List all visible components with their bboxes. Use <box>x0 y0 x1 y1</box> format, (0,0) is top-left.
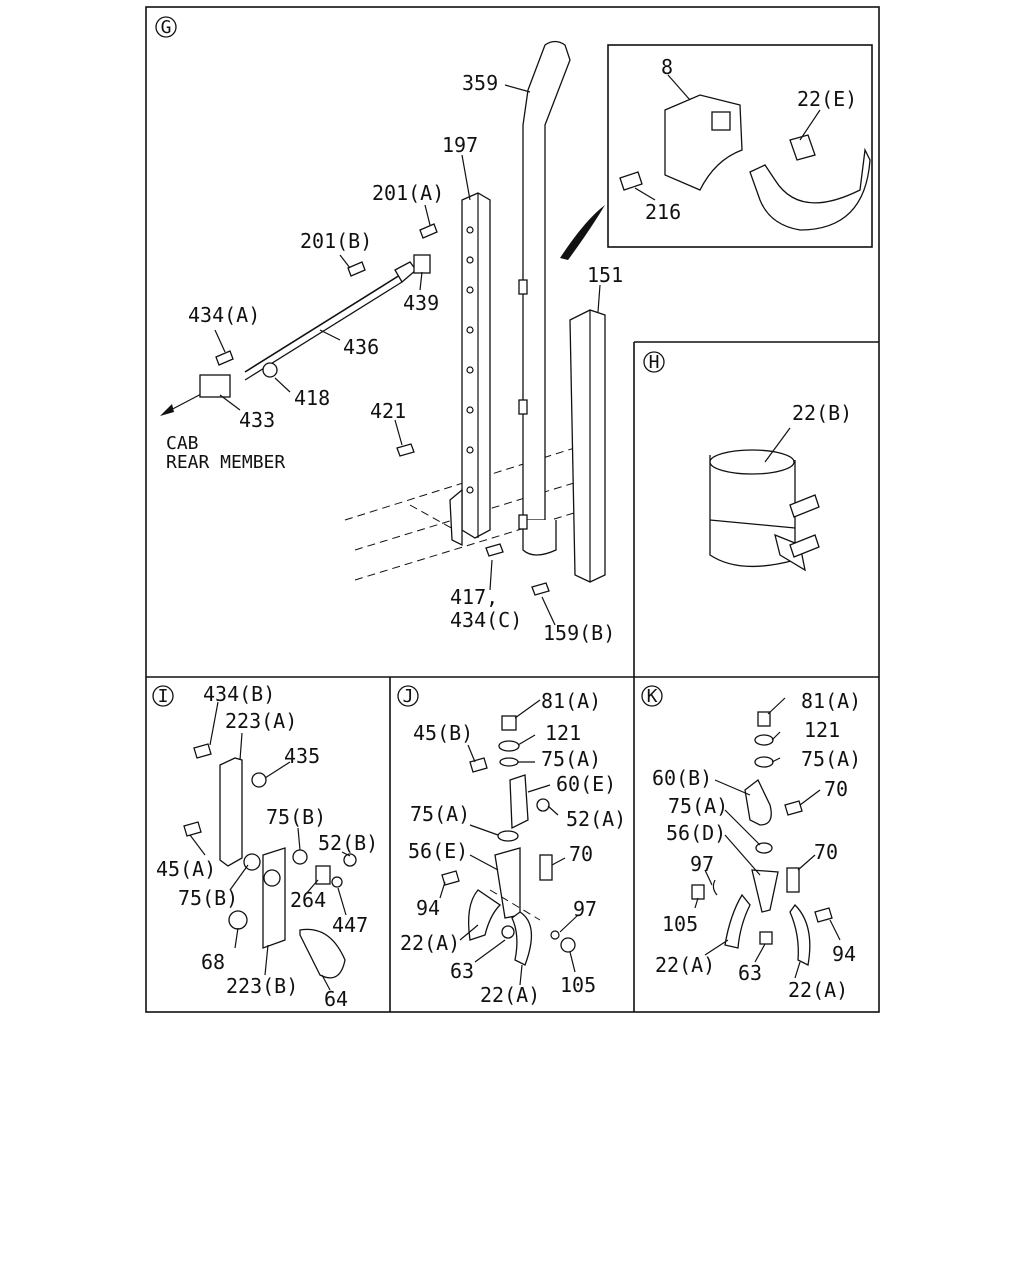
label-k-70-mid: 70 <box>814 840 838 864</box>
label-cab: CAB <box>166 433 199 454</box>
label-52b: 52(B) <box>318 831 378 855</box>
label-201a: 201(A) <box>372 181 444 205</box>
label-216: 216 <box>645 200 681 224</box>
section-marker-g: G <box>155 16 177 38</box>
label-k-70-top: 70 <box>824 777 848 801</box>
label-j-22a-left: 22(A) <box>400 931 460 955</box>
section-k-drawing <box>691 697 841 979</box>
label-201b: 201(B) <box>300 229 372 253</box>
label-j-75a-top: 75(A) <box>541 747 601 771</box>
label-k-63: 63 <box>738 961 762 985</box>
svg-text:H: H <box>649 352 660 373</box>
label-j-75a-mid: 75(A) <box>410 802 470 826</box>
svg-text:I: I <box>158 686 169 707</box>
label-k-22a-left: 22(A) <box>655 953 715 977</box>
label-417: 417, <box>450 585 498 609</box>
label-418: 418 <box>294 386 330 410</box>
label-j-52a: 52(A) <box>566 807 626 831</box>
label-j-56e: 56(E) <box>408 839 468 863</box>
section-marker-k: K <box>641 685 663 707</box>
label-434c: 434(C) <box>450 608 522 632</box>
section-j-drawing <box>439 699 579 986</box>
svg-text:K: K <box>647 686 658 707</box>
label-68: 68 <box>201 950 225 974</box>
diagram-frames <box>145 6 880 1013</box>
label-447: 447 <box>332 913 368 937</box>
label-22b: 22(B) <box>792 401 852 425</box>
label-223b: 223(B) <box>226 974 298 998</box>
label-8: 8 <box>661 55 673 79</box>
label-j-63: 63 <box>450 959 474 983</box>
label-75b-bottom: 75(B) <box>178 886 238 910</box>
section-marker-i: I <box>152 685 174 707</box>
label-rear-member: REAR MEMBER <box>166 452 285 473</box>
section-g-drawing <box>160 40 606 626</box>
label-k-97: 97 <box>690 852 714 876</box>
label-j-70: 70 <box>569 842 593 866</box>
label-75b-top: 75(B) <box>266 805 326 829</box>
label-197: 197 <box>442 133 478 157</box>
label-j-94: 94 <box>416 896 440 920</box>
label-264: 264 <box>290 888 326 912</box>
label-k-22a-right: 22(A) <box>788 978 848 1002</box>
label-k-75a-top: 75(A) <box>801 747 861 771</box>
section-marker-j: J <box>397 685 419 707</box>
label-k-56d: 56(D) <box>666 821 726 845</box>
label-22e: 22(E) <box>797 87 857 111</box>
label-k-75a-mid: 75(A) <box>668 794 728 818</box>
label-k-81a: 81(A) <box>801 689 861 713</box>
label-434b: 434(B) <box>203 682 275 706</box>
label-k-94: 94 <box>832 942 856 966</box>
label-j-81a: 81(A) <box>541 689 601 713</box>
label-359: 359 <box>462 71 498 95</box>
svg-text:G: G <box>161 17 172 38</box>
label-j-60e: 60(E) <box>556 772 616 796</box>
svg-text:J: J <box>403 686 414 707</box>
label-k-121: 121 <box>804 718 840 742</box>
section-i-drawing <box>183 701 357 991</box>
label-j-121: 121 <box>545 721 581 745</box>
label-j-105: 105 <box>560 973 596 997</box>
label-j-45b: 45(B) <box>413 721 473 745</box>
section-g-inset-drawing <box>619 74 871 231</box>
label-439: 439 <box>403 291 439 315</box>
label-159b: 159(B) <box>543 621 615 645</box>
label-434a: 434(A) <box>188 303 260 327</box>
label-436: 436 <box>343 335 379 359</box>
label-k-60b: 60(B) <box>652 766 712 790</box>
label-151: 151 <box>587 263 623 287</box>
label-45a: 45(A) <box>156 857 216 881</box>
label-435: 435 <box>284 744 320 768</box>
label-433: 433 <box>239 408 275 432</box>
section-marker-h: H <box>643 351 665 373</box>
label-223a: 223(A) <box>225 709 297 733</box>
label-421: 421 <box>370 399 406 423</box>
section-h-drawing <box>709 427 820 572</box>
label-j-97: 97 <box>573 897 597 921</box>
label-j-22a-bottom: 22(A) <box>480 983 540 1007</box>
label-64: 64 <box>324 987 348 1011</box>
label-k-105: 105 <box>662 912 698 936</box>
